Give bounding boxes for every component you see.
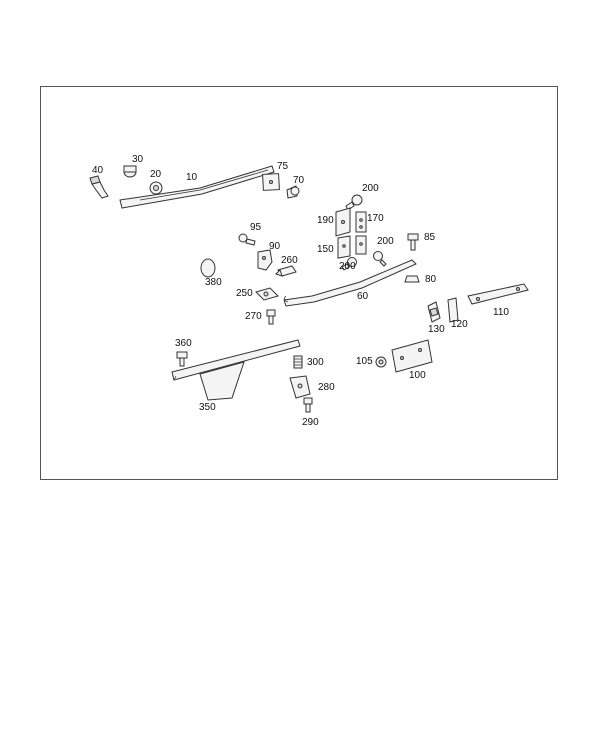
callout-95: 95 xyxy=(250,222,262,233)
diagram-frame xyxy=(40,86,558,480)
part-110-cover-plate xyxy=(467,283,529,305)
callout-190: 190 xyxy=(317,215,334,226)
part-190-hinge-plate xyxy=(335,207,351,237)
part-150-hinge-plate xyxy=(337,235,351,259)
part-200-bolt-right xyxy=(373,251,387,267)
part-95-bolt xyxy=(238,233,256,246)
part-280-bracket xyxy=(289,375,311,399)
part-10-trim-strip xyxy=(119,165,275,209)
part-170-hinge-plate xyxy=(355,211,367,233)
callout-90: 90 xyxy=(269,241,281,252)
callout-150: 150 xyxy=(317,244,334,255)
part-hinge-plate-lower-right xyxy=(355,235,367,255)
part-85-bolt xyxy=(407,233,419,251)
callout-60: 60 xyxy=(357,291,369,302)
part-200-bolt-middle xyxy=(341,257,357,271)
callout-260: 260 xyxy=(281,255,298,266)
part-350-beam xyxy=(171,339,301,401)
part-40-clip xyxy=(89,175,109,199)
part-290-bolt xyxy=(303,397,313,413)
callout-300: 300 xyxy=(307,357,324,368)
part-130-clip xyxy=(427,301,441,323)
callout-270: 270 xyxy=(245,311,262,322)
callout-105: 105 xyxy=(356,356,373,367)
callout-40: 40 xyxy=(92,165,104,176)
part-200-bolt-top xyxy=(345,194,363,211)
callout-200-top: 200 xyxy=(362,183,379,194)
callout-360: 360 xyxy=(175,338,192,349)
callout-100: 100 xyxy=(409,370,426,381)
callout-85: 85 xyxy=(424,232,436,243)
callout-380: 380 xyxy=(205,277,222,288)
part-75-plate xyxy=(262,173,280,191)
callout-70: 70 xyxy=(293,175,305,186)
callout-130: 130 xyxy=(428,324,445,335)
part-20-grommet xyxy=(149,181,163,195)
part-80-cap xyxy=(404,275,420,283)
part-300-spring xyxy=(293,355,303,369)
callout-290: 290 xyxy=(302,417,319,428)
part-250-hinge-mount xyxy=(255,287,279,301)
callout-120: 120 xyxy=(451,319,468,330)
part-90-latch xyxy=(257,249,273,271)
part-30-cap xyxy=(123,165,137,178)
callout-20: 20 xyxy=(150,169,162,180)
callout-280: 280 xyxy=(318,382,335,393)
part-70-bolt xyxy=(286,185,300,199)
callout-200-right: 200 xyxy=(377,236,394,247)
callout-30: 30 xyxy=(132,154,144,165)
callout-75: 75 xyxy=(277,161,289,172)
part-105-nut xyxy=(375,356,387,368)
part-360-bolt xyxy=(176,351,188,367)
part-260-bracket xyxy=(275,265,297,277)
callout-110: 110 xyxy=(493,307,509,318)
callout-170: 170 xyxy=(367,213,384,224)
callout-200-middle: 200 xyxy=(339,261,356,272)
callout-350: 350 xyxy=(199,402,216,413)
part-380-plug xyxy=(200,258,216,278)
part-120-insert xyxy=(447,297,459,323)
part-60-rail-strip xyxy=(283,259,417,307)
part-100-bracket xyxy=(391,339,433,373)
callout-10: 10 xyxy=(186,172,198,183)
part-270-bolt xyxy=(266,309,276,325)
callout-250: 250 xyxy=(236,288,253,299)
callout-80: 80 xyxy=(425,274,437,285)
